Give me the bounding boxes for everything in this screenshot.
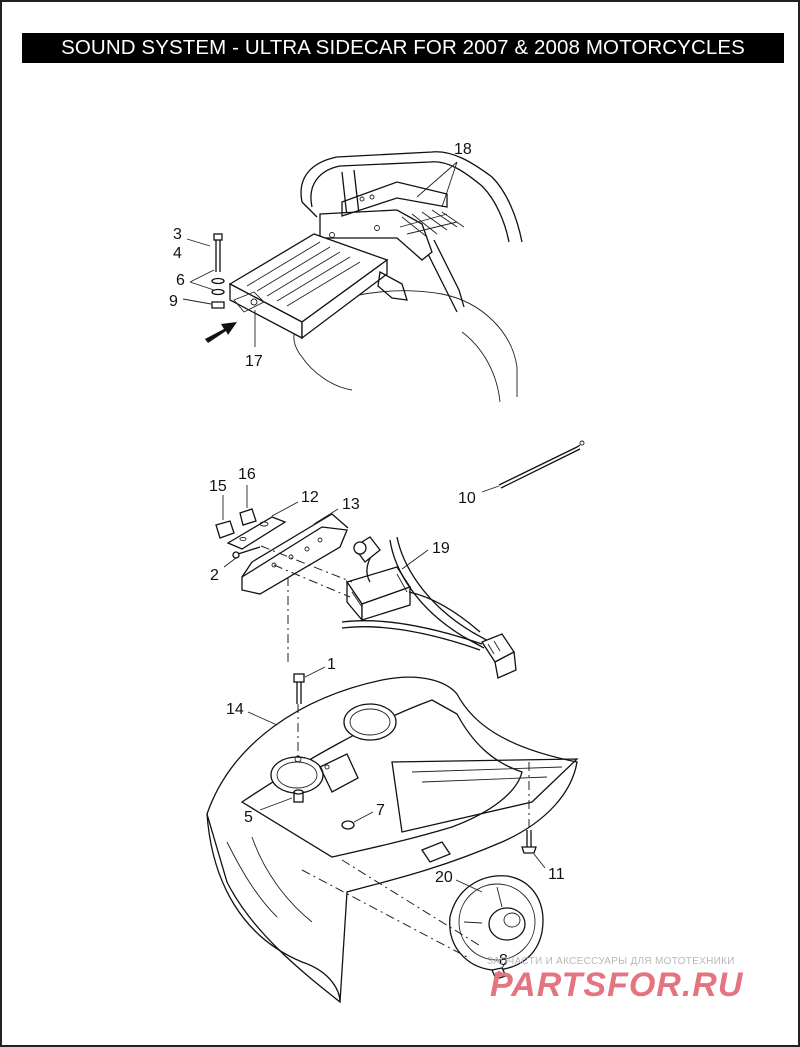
callout-4: 4 [173,245,182,262]
callout-18: 18 [454,141,472,158]
lower-assembly [206,673,579,1004]
callout-8: 8 [499,952,508,969]
callout-10: 10 [458,490,476,507]
callout-17: 17 [245,353,263,370]
callout-13: 13 [342,496,360,513]
callout-3: 3 [173,226,182,243]
upper-assembly [205,151,523,403]
callout-20: 20 [435,869,453,886]
watermark-tagline: ЗАПЧАСТИ И АКСЕССУАРЫ ДЛЯ МОТОТЕХНИКИ [487,956,735,967]
callout-labels: 3 4 6 9 17 18 10 15 16 12 13 19 2 1 14 5… [169,141,565,969]
alignment-lines [260,545,530,958]
callout-1: 1 [327,656,336,673]
watermark-logo: PARTSFOR.RU [490,966,744,1004]
callout-2: 2 [210,567,219,584]
callout-5: 5 [244,809,253,826]
callout-9: 9 [169,293,178,310]
callout-15: 15 [209,478,227,495]
callout-19: 19 [432,540,450,557]
watermark: ЗАПЧАСТИ И АКСЕССУАРЫ ДЛЯ МОТОТЕХНИКИ PA… [487,956,744,1004]
middle-assembly [215,440,585,679]
callout-14: 14 [226,701,244,718]
callout-11: 11 [548,866,565,883]
callout-12: 12 [301,489,319,506]
callout-16: 16 [238,466,256,483]
callout-6: 6 [176,272,185,289]
page-title: SOUND SYSTEM - ULTRA SIDECAR FOR 2007 & … [22,33,784,63]
leader-lines [182,161,546,969]
callout-7: 7 [376,802,385,819]
